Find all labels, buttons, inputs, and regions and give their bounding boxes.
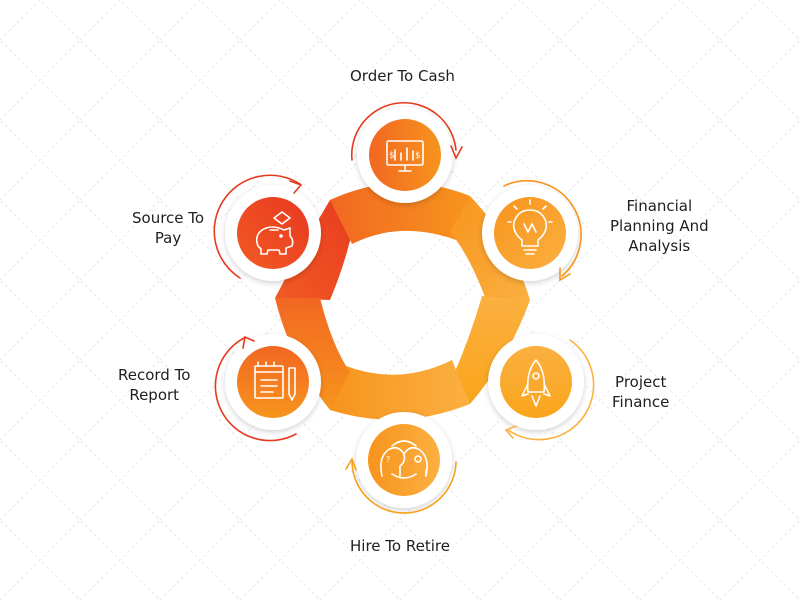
ribbon-segment-bottom — [330, 360, 470, 420]
ribbon-segment-top — [330, 182, 470, 244]
label-project-finance: Project Finance — [612, 372, 669, 412]
node-upper-right — [482, 185, 578, 281]
label-line: Analysis — [628, 237, 691, 255]
svg-text:$: $ — [389, 151, 395, 161]
arrow-right — [504, 339, 595, 441]
label-line: Hire To Retire — [350, 537, 450, 555]
svg-text:$: $ — [415, 151, 421, 161]
label-line: Source To — [132, 209, 205, 227]
label-line: Record To — [118, 366, 191, 384]
piggy-bank-icon — [255, 211, 294, 255]
ribbon-segment-right — [440, 296, 530, 404]
label-line: Report — [129, 386, 180, 404]
label-line: Planning And — [610, 217, 709, 235]
label-source-to-pay: Source To Pay — [132, 208, 204, 248]
arrow-upper-right — [503, 180, 582, 282]
node-upper-left — [225, 185, 321, 281]
label-record-to-report: Record To Report — [118, 365, 190, 405]
arrow-lower-left — [214, 335, 297, 442]
node-lower-left — [225, 334, 321, 430]
label-order-to-cash: Order To Cash — [350, 66, 455, 86]
svg-text:?: ? — [386, 455, 390, 464]
notebook-pencil-icon — [254, 361, 296, 401]
label-line: Pay — [154, 229, 182, 247]
arrow-upper-left — [213, 174, 303, 279]
rocket-icon — [521, 359, 551, 407]
node-right — [488, 334, 584, 430]
label-financial-planning: Financial Planning And Analysis — [610, 196, 709, 256]
arrow-bottom — [345, 457, 457, 514]
label-line: Order To Cash — [350, 67, 455, 85]
heads-exchange-icon: ? — [380, 440, 428, 479]
monitor-dollar-chart-icon: $ $ — [386, 140, 424, 172]
label-line: Financial — [626, 197, 693, 215]
lightbulb-icon — [507, 199, 553, 255]
node-top — [357, 107, 453, 203]
label-line: Project — [615, 373, 667, 391]
label-line: Finance — [612, 393, 670, 411]
arrow-top — [350, 101, 463, 161]
label-hire-to-retire: Hire To Retire — [350, 536, 450, 556]
ribbon-segment-lower-left — [275, 298, 350, 410]
